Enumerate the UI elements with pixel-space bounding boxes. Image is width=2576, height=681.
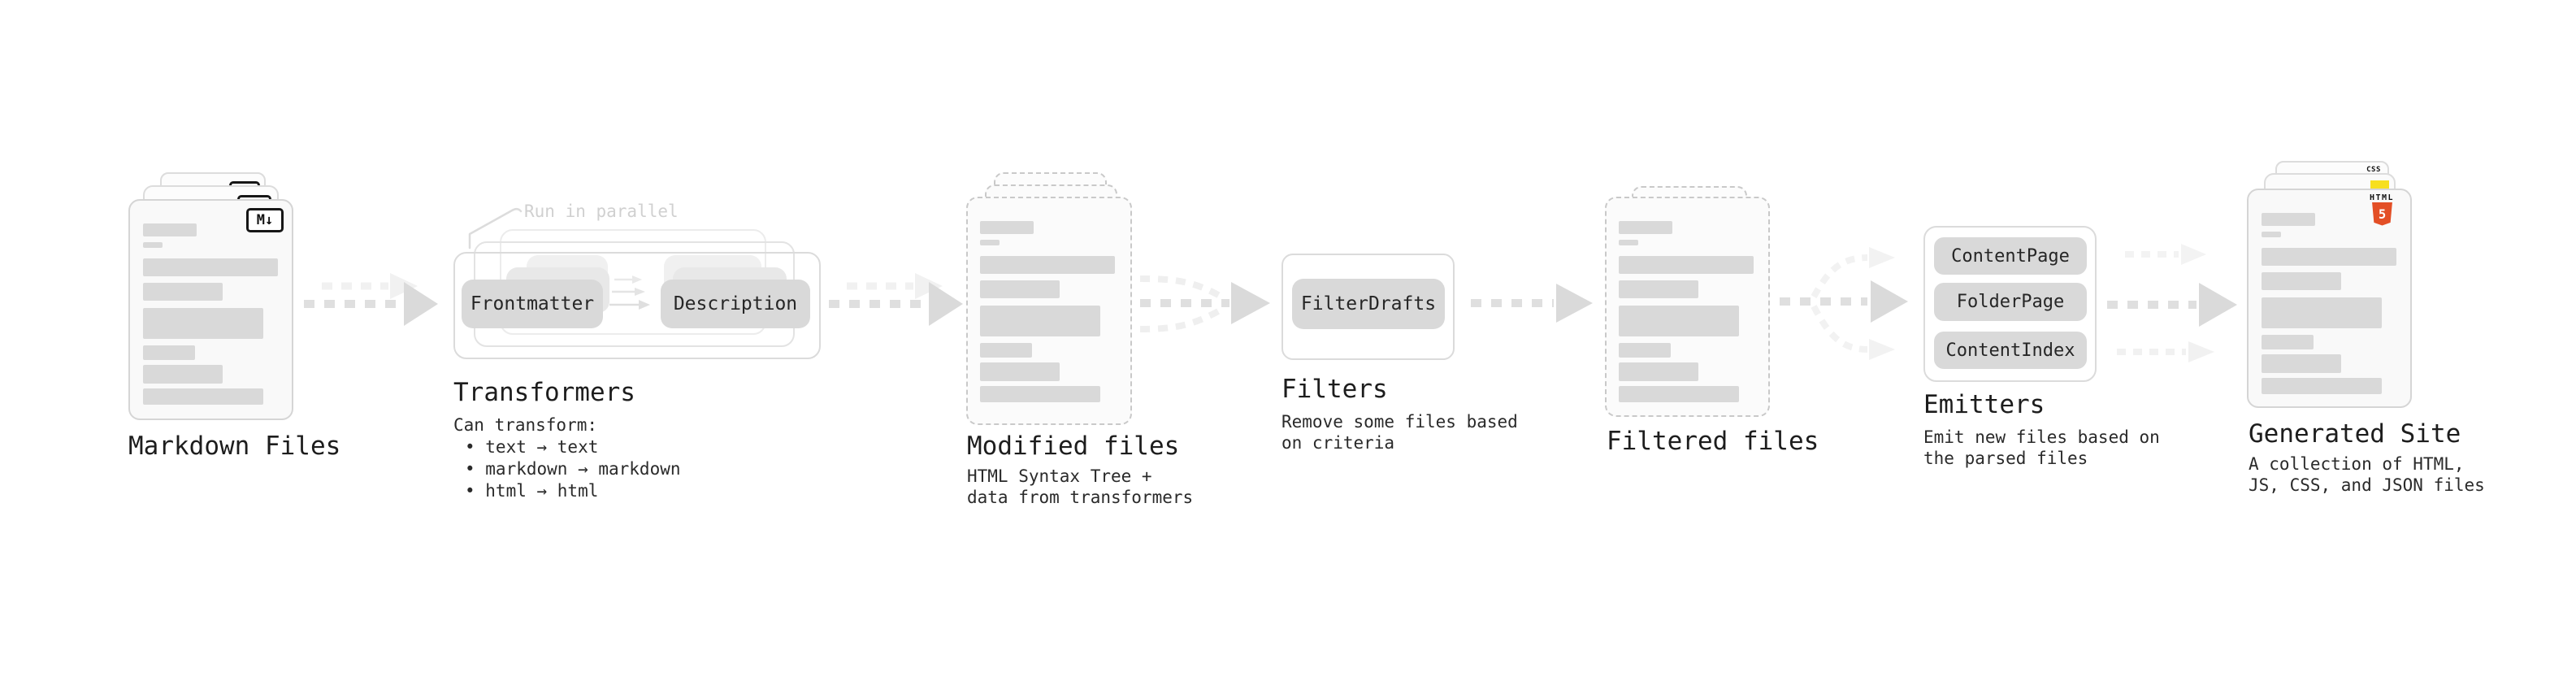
html5-shield: 5 bbox=[2371, 202, 2392, 226]
transformer-pill-frontmatter: Frontmatter bbox=[462, 280, 603, 328]
placeholder-bar bbox=[1619, 362, 1698, 381]
site-file-card-html: HTML 5 bbox=[2247, 189, 2412, 408]
parallel-mini-arrows bbox=[609, 275, 650, 310]
filtered-file-card bbox=[1605, 197, 1770, 417]
placeholder-bar bbox=[1619, 240, 1638, 245]
placeholder-bar bbox=[1619, 386, 1739, 402]
placeholder-bar bbox=[143, 283, 223, 301]
html5-icon: HTML 5 bbox=[2364, 193, 2400, 226]
generated-site-desc: A collection of HTML, JS, CSS, and JSON … bbox=[2249, 454, 2485, 495]
note-leader-line bbox=[468, 208, 523, 249]
filter-pill-filterdrafts: FilterDrafts bbox=[1292, 279, 1445, 329]
arrow-emitters-to-site bbox=[2107, 244, 2237, 362]
placeholder-bar bbox=[1619, 256, 1754, 274]
filters-desc: Remove some files based on criteria bbox=[1281, 412, 1518, 453]
placeholder-bar bbox=[143, 388, 263, 405]
placeholder-bar bbox=[980, 240, 1000, 245]
placeholder-bar bbox=[143, 223, 197, 236]
html5-shield-number: 5 bbox=[2378, 207, 2385, 222]
placeholder-bar bbox=[980, 386, 1100, 402]
placeholder-bar bbox=[2262, 335, 2314, 349]
placeholder-bar bbox=[1619, 221, 1672, 234]
placeholder-bar bbox=[980, 362, 1060, 381]
placeholder-bar bbox=[143, 308, 263, 339]
markdown-icon-glyph: M↓ bbox=[256, 212, 274, 228]
placeholder-bar bbox=[2262, 297, 2382, 328]
stage-label-filtered-files: Filtered files bbox=[1607, 427, 1819, 456]
stage-label-transformers: Transformers bbox=[453, 378, 635, 407]
emitter-pill-folderpage: FolderPage bbox=[1934, 283, 2087, 321]
markdown-file-card: M↓ bbox=[128, 199, 293, 420]
placeholder-bar bbox=[980, 306, 1100, 336]
bullet-item: • html → html bbox=[465, 481, 599, 501]
placeholder-bar bbox=[980, 280, 1060, 298]
placeholder-bar bbox=[2262, 232, 2281, 237]
arrow-filters-to-filtered bbox=[1471, 284, 1593, 323]
placeholder-bar bbox=[980, 343, 1032, 358]
placeholder-bar bbox=[2262, 378, 2382, 394]
modified-file-card bbox=[966, 197, 1132, 425]
stage-label-markdown-files: Markdown Files bbox=[128, 432, 341, 461]
placeholder-bar bbox=[143, 345, 195, 360]
emitter-pill-contentindex: ContentIndex bbox=[1934, 332, 2087, 369]
stage-label-emitters: Emitters bbox=[1923, 390, 2045, 419]
transformers-desc-title: Can transform: bbox=[453, 415, 598, 435]
markdown-icon: M↓ bbox=[246, 208, 284, 232]
transformer-pill-description: Description bbox=[661, 280, 810, 328]
placeholder-bar bbox=[2262, 248, 2396, 266]
bullet-item: • markdown → markdown bbox=[465, 459, 681, 479]
placeholder-bar bbox=[1619, 280, 1698, 298]
placeholder-bar bbox=[2262, 213, 2315, 226]
run-in-parallel-note: Run in parallel bbox=[524, 202, 679, 221]
placeholder-bar bbox=[1619, 306, 1739, 336]
html5-icon-label: HTML bbox=[2369, 193, 2395, 202]
stage-label-modified-files: Modified files bbox=[967, 432, 1180, 461]
emitter-pill-contentpage: ContentPage bbox=[1934, 237, 2087, 275]
css-icon-label: CSS bbox=[2366, 166, 2381, 174]
placeholder-bar bbox=[980, 256, 1115, 274]
transformers-bullet-list: • text → text • markdown → markdown • ht… bbox=[453, 436, 681, 502]
arrow-filtered-to-emitters bbox=[1780, 247, 1908, 360]
placeholder-bar bbox=[2262, 354, 2341, 373]
transformer-layer-front bbox=[453, 252, 821, 359]
placeholder-bar bbox=[980, 221, 1034, 234]
emitters-desc: Emit new files based on the parsed files bbox=[1923, 427, 2160, 468]
arrow-markdown-to-transformers bbox=[304, 273, 438, 326]
placeholder-bar bbox=[143, 242, 163, 248]
arrow-modified-to-filters bbox=[1139, 275, 1270, 332]
placeholder-bar bbox=[2262, 272, 2341, 290]
stage-label-filters: Filters bbox=[1281, 375, 1388, 404]
arrow-transformers-to-modified bbox=[829, 273, 963, 326]
modified-files-desc: HTML Syntax Tree + data from transformer… bbox=[967, 466, 1194, 507]
js-file-icon bbox=[2370, 180, 2389, 189]
stage-label-generated-site: Generated Site bbox=[2249, 419, 2461, 449]
placeholder-bar bbox=[143, 365, 223, 384]
bullet-item: • text → text bbox=[465, 437, 599, 457]
placeholder-bar bbox=[143, 258, 278, 276]
placeholder-bar bbox=[1619, 343, 1671, 358]
